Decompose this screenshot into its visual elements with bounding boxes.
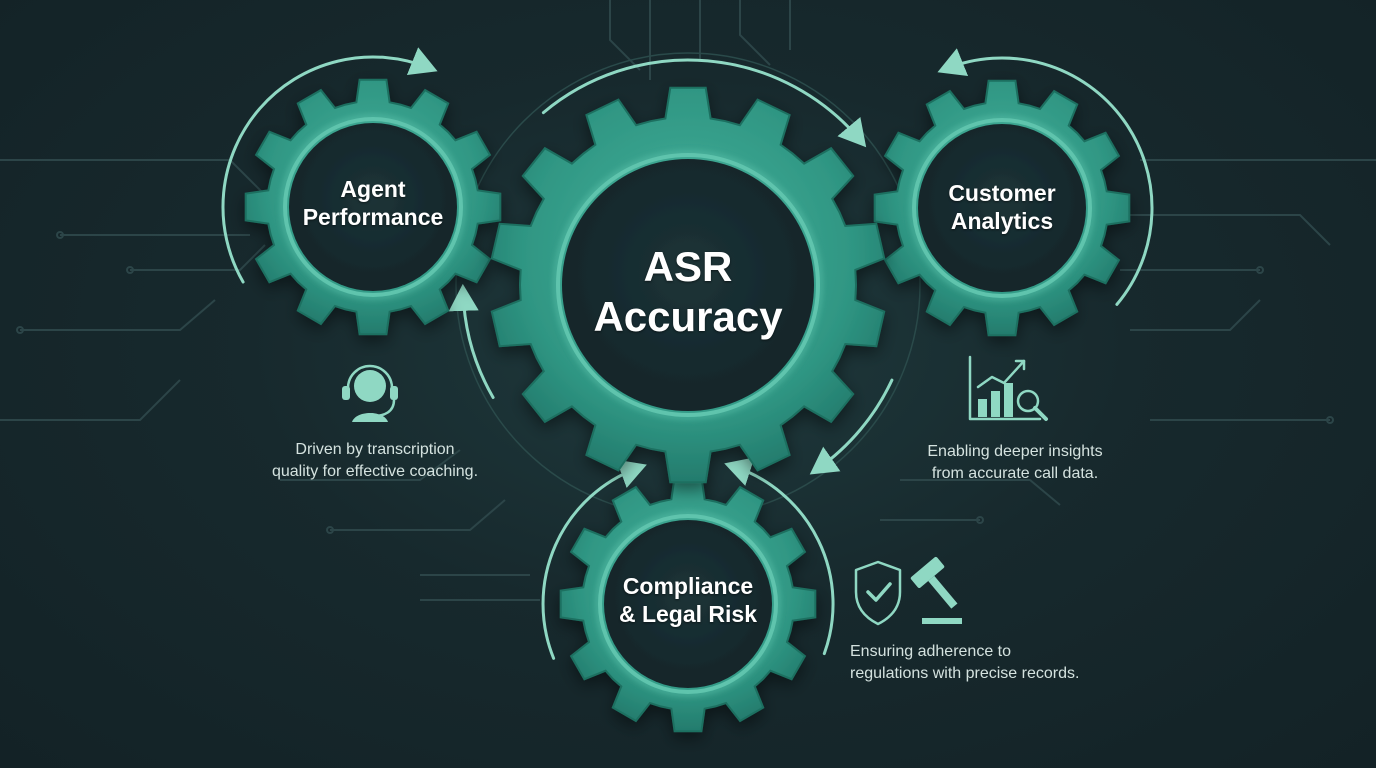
compliance-legal-risk-description: Ensuring adherence to regulations with p… (820, 641, 1140, 685)
hub-right-arrow (809, 378, 894, 475)
agent-performance-line-2: Performance (302, 203, 444, 230)
customer-analytics-description-line-2: from accurate call data. (931, 465, 1099, 482)
agent-performance-rotation-arrow (221, 47, 438, 284)
customer-analytics-line-1: Customer (948, 180, 1056, 206)
shield-gavel-icon (854, 556, 962, 626)
asr-accuracy-gear-center (562, 159, 814, 411)
rotation-arrows (221, 47, 1154, 660)
compliance-legal-risk-left-arrow (541, 459, 647, 660)
customer-analytics-gear-center (918, 124, 1086, 292)
customer-analytics-description: Enabling deeper insights from accurate c… (880, 441, 1150, 485)
compliance-legal-risk-right-arrow (724, 457, 835, 656)
compliance-legal-risk-description-line-1: Ensuring adherence to (850, 643, 1011, 660)
customer-analytics-gear (873, 79, 1131, 337)
hub-label: ASR Accuracy (548, 242, 828, 343)
hub-top-arrow (541, 58, 867, 148)
agent-performance-label: Agent Performance (273, 176, 473, 231)
chart-magnifier-icon (968, 355, 1048, 421)
compliance-legal-risk-label: Compliance & Legal Risk (588, 573, 788, 628)
agent-performance-line-1: Agent (340, 176, 406, 202)
compliance-legal-risk-gear (559, 475, 817, 733)
compliance-legal-risk-gear-center (604, 520, 772, 688)
compliance-legal-risk-description-line-2: regulations with precise records. (850, 665, 1080, 682)
hub-label-line-2: Accuracy (593, 293, 783, 341)
circuit-traces (0, 0, 1376, 601)
agent-performance-gear-center (289, 123, 457, 291)
headset-agent-icon (342, 364, 398, 422)
agent-performance-description-line-2: quality for effective coaching. (271, 463, 479, 480)
compliance-legal-risk-line-2: & Legal Risk (618, 600, 758, 627)
customer-analytics-line-2: Analytics (950, 207, 1054, 234)
agent-performance-description: Driven by transcription quality for effe… (230, 439, 520, 483)
asr-accuracy-gear (490, 86, 886, 484)
agent-performance-gear (244, 78, 502, 336)
customer-analytics-description-line-1: Enabling deeper insights (927, 443, 1103, 460)
hub-label-line-1: ASR (643, 243, 733, 290)
customer-analytics-rotation-arrow (937, 48, 1154, 306)
customer-analytics-label: Customer Analytics (902, 180, 1102, 235)
hub-left-arrow (448, 283, 495, 399)
agent-performance-description-line-1: Driven by transcription (295, 441, 455, 458)
compliance-legal-risk-line-1: Compliance (622, 573, 754, 599)
